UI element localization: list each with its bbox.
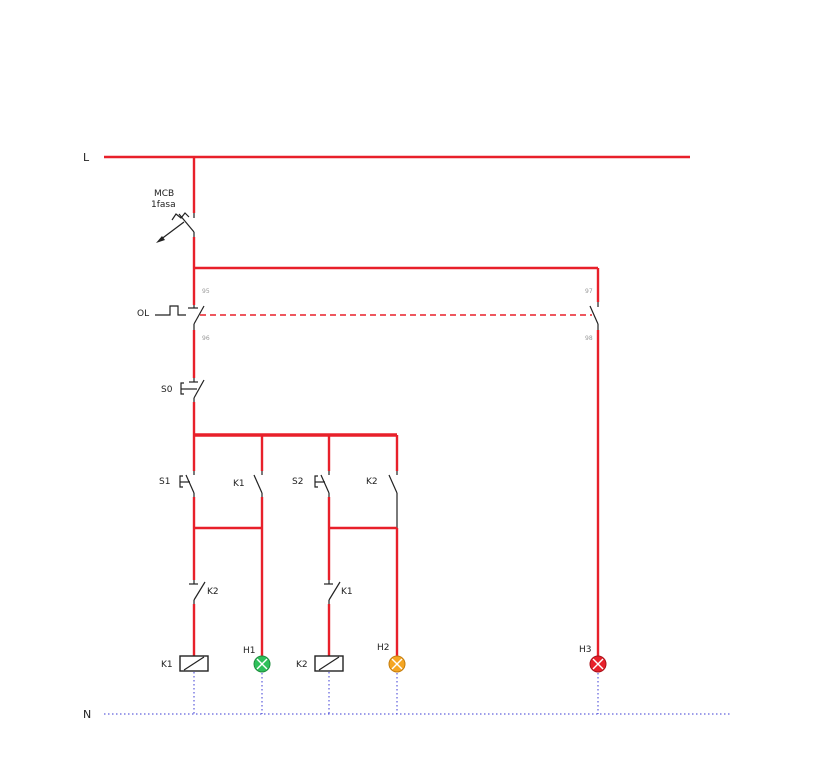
ol-terminal-98: 98 <box>585 335 593 342</box>
ol-terminal-96: 96 <box>202 335 210 342</box>
k1-holding-label: K1 <box>233 479 245 489</box>
k2-holding-contact <box>388 471 398 528</box>
overload-nc-contact <box>155 305 205 330</box>
k2-holding-label: K2 <box>366 477 378 487</box>
h1-label: H1 <box>243 646 256 656</box>
k1-coil <box>179 655 209 672</box>
k1-holding-contact <box>253 471 263 497</box>
s0-label: S0 <box>161 385 173 395</box>
k2-coil <box>314 655 344 672</box>
lamp-h3-red <box>589 655 607 673</box>
s1-label: S1 <box>159 477 170 487</box>
h3-label: H3 <box>579 645 592 655</box>
k2-interlock-contact <box>189 580 206 604</box>
ol-terminal-97: 97 <box>585 288 593 295</box>
h2-label: H2 <box>377 643 390 653</box>
overload-no-contact <box>589 302 599 330</box>
k1-interlock-label: K1 <box>341 587 353 597</box>
stop-button-s0 <box>180 378 205 402</box>
lamp-h2-orange <box>388 655 406 673</box>
lamp-h1-green <box>253 655 271 673</box>
mcb-breaker-symbol <box>156 212 195 243</box>
ol-terminal-95: 95 <box>202 288 210 295</box>
neutral-rail-label: N <box>83 708 91 721</box>
k1-interlock-contact <box>324 580 341 604</box>
start-button-s2 <box>314 471 330 497</box>
line-rail-label: L <box>83 151 90 164</box>
k2-interlock-label: K2 <box>207 587 219 597</box>
ol-label: OL <box>137 309 149 319</box>
k2-coil-label: K2 <box>296 660 308 670</box>
mcb-label: MCB <box>154 189 174 199</box>
start-button-s1 <box>179 471 195 497</box>
k1-coil-label: K1 <box>161 660 173 670</box>
mcb-label-2: 1fasa <box>151 200 176 210</box>
s2-label: S2 <box>292 477 303 487</box>
